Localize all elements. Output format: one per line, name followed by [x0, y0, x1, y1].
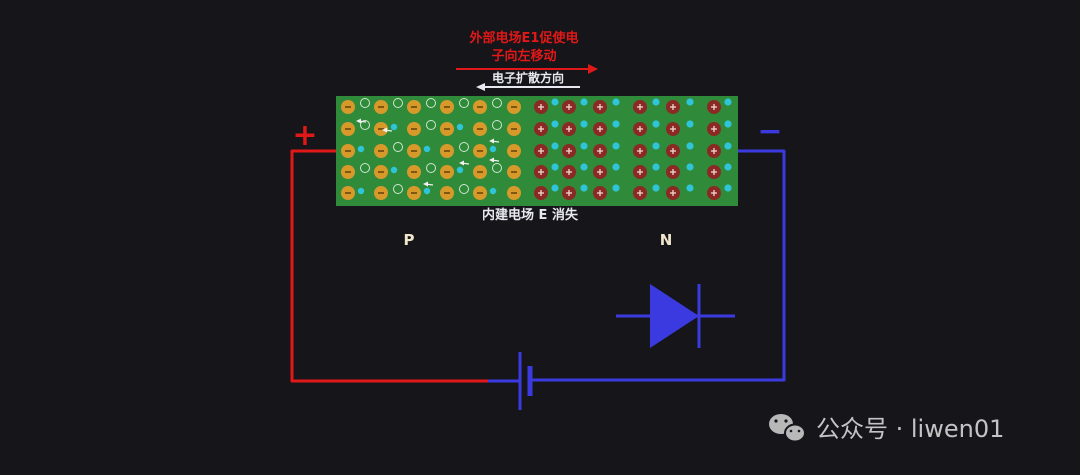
particles-layer	[341, 98, 732, 200]
electron	[489, 145, 497, 153]
hole	[426, 98, 436, 108]
drift-arrowhead	[356, 118, 361, 124]
p-region-label: P	[404, 231, 415, 249]
free-electron	[612, 98, 620, 106]
hole	[459, 184, 469, 194]
free-electron	[724, 142, 732, 150]
hole	[360, 163, 370, 173]
hole	[426, 120, 436, 130]
electron	[456, 123, 464, 131]
electron-diffusion-label: 电子扩散方向	[492, 70, 564, 85]
free-electron	[724, 163, 732, 171]
free-electron	[652, 120, 660, 128]
hole	[360, 120, 370, 130]
free-electron	[686, 142, 694, 150]
free-electron	[580, 98, 588, 106]
electron	[357, 187, 365, 195]
wechat-icon	[769, 414, 806, 443]
free-electron	[551, 142, 559, 150]
hole	[492, 120, 502, 130]
free-electron	[686, 163, 694, 171]
negative-terminal-label: −	[757, 114, 782, 149]
drift-arrowhead	[423, 181, 428, 187]
electron	[390, 166, 398, 174]
hole	[393, 98, 403, 108]
free-electron	[724, 120, 732, 128]
electron	[357, 145, 365, 153]
free-electron	[612, 184, 620, 192]
hole	[393, 184, 403, 194]
hole	[492, 163, 502, 173]
drift-arrowhead	[382, 127, 387, 133]
electron	[390, 123, 398, 131]
electron-diffusion-arrow	[476, 83, 580, 91]
free-electron	[580, 142, 588, 150]
free-electron	[580, 163, 588, 171]
builtin-field-label: 内建电场 E 消失	[482, 207, 579, 223]
electron	[423, 187, 431, 195]
free-electron	[686, 184, 694, 192]
electron	[456, 166, 464, 174]
hole	[459, 98, 469, 108]
free-electron	[724, 184, 732, 192]
positive-terminal-label: +	[292, 118, 317, 153]
free-electron	[686, 120, 694, 128]
drift-arrowhead	[489, 157, 494, 163]
free-electron	[580, 184, 588, 192]
watermark-text: 公众号 · liwen01	[816, 415, 1004, 443]
external-field-label-line2: 子向左移动	[491, 48, 556, 64]
free-electron	[652, 142, 660, 150]
drift-arrowhead	[489, 138, 494, 144]
watermark: 公众号 · liwen01	[769, 414, 1004, 443]
hole	[426, 163, 436, 173]
hole	[492, 98, 502, 108]
free-electron	[551, 184, 559, 192]
hole	[393, 142, 403, 152]
battery-symbol	[488, 352, 560, 410]
hole	[459, 142, 469, 152]
free-electron	[652, 163, 660, 171]
diode-symbol	[616, 284, 735, 348]
free-electron	[612, 142, 620, 150]
free-electron	[686, 98, 694, 106]
free-electron	[652, 98, 660, 106]
free-electron	[612, 120, 620, 128]
free-electron	[580, 120, 588, 128]
electron	[489, 187, 497, 195]
free-electron	[652, 184, 660, 192]
free-electron	[551, 98, 559, 106]
drift-arrowhead	[459, 160, 464, 166]
hole	[360, 98, 370, 108]
free-electron	[724, 98, 732, 106]
free-electron	[551, 163, 559, 171]
electron	[423, 145, 431, 153]
positive-wire	[290, 149, 488, 383]
free-electron	[612, 163, 620, 171]
external-field-label-line1: 外部电场E1促使电	[469, 30, 579, 46]
free-electron	[551, 120, 559, 128]
n-region-label: N	[660, 231, 673, 249]
negative-wire	[560, 149, 786, 382]
external-field-arrow	[456, 64, 598, 74]
